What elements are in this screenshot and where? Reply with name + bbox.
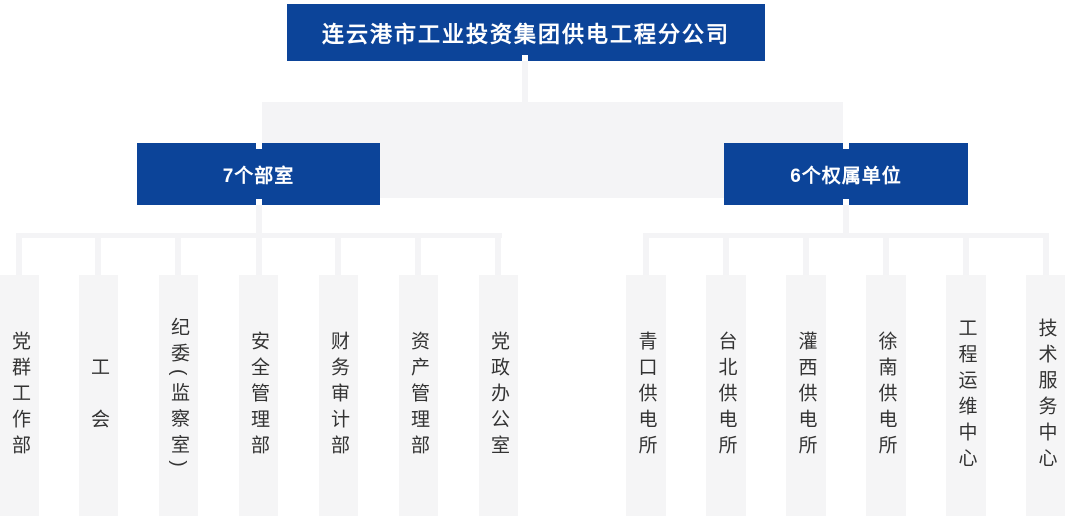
right-child-stem-4 bbox=[883, 238, 889, 275]
right-branch-bar bbox=[643, 233, 1049, 238]
right-child-stem-6 bbox=[1043, 238, 1049, 275]
org-unit-label: 工程运维中心 bbox=[955, 317, 977, 474]
org-unit-gongcheng: 工程运维中心 bbox=[946, 275, 986, 516]
org-unit-gonghui: 工 会 bbox=[79, 275, 118, 516]
root-connector-notch bbox=[522, 55, 528, 61]
left-child-stem-7 bbox=[495, 238, 501, 275]
org-unit-xunan: 徐南供电所 bbox=[866, 275, 906, 516]
org-unit-label: 党政办公室 bbox=[488, 330, 509, 461]
org-unit-label: 资产管理部 bbox=[408, 330, 429, 461]
org-unit-anquan: 安全管理部 bbox=[239, 275, 278, 516]
org-node-root: 连云港市工业投资集团供电工程分公司 bbox=[287, 4, 765, 61]
org-unit-label: 技术服务中心 bbox=[1035, 317, 1057, 474]
right-child-stem-5 bbox=[963, 238, 969, 275]
left-child-stem-5 bbox=[335, 238, 341, 275]
left-branch-bar bbox=[16, 233, 502, 238]
org-node-departments: 7个部室 bbox=[137, 143, 380, 205]
left-child-stem-2 bbox=[95, 238, 101, 275]
right-child-stem-2 bbox=[723, 238, 729, 275]
left-branch-bottom-notch bbox=[256, 199, 262, 205]
org-unit-dangqun: 党群工作部 bbox=[0, 275, 39, 516]
left-child-stem-4 bbox=[256, 238, 262, 275]
org-unit-jiwei: 纪委(监察室) bbox=[159, 275, 198, 516]
left-branch-drop-line bbox=[256, 102, 262, 149]
left-branch-stem bbox=[256, 205, 262, 233]
left-child-stem-1 bbox=[16, 238, 22, 275]
org-node-root-label: 连云港市工业投资集团供电工程分公司 bbox=[321, 21, 730, 47]
org-unit-label: 财务审计部 bbox=[328, 330, 349, 461]
org-unit-zichan: 资产管理部 bbox=[399, 275, 438, 516]
left-child-stem-6 bbox=[415, 238, 421, 275]
org-node-subsidiaries: 6个权属单位 bbox=[724, 143, 968, 205]
left-child-stem-3 bbox=[175, 238, 181, 275]
org-unit-jishu: 技术服务中心 bbox=[1026, 275, 1065, 516]
org-unit-label: 台北供电所 bbox=[715, 330, 737, 461]
right-branch-drop-line bbox=[843, 102, 849, 149]
org-unit-label: 青口供电所 bbox=[635, 330, 657, 461]
org-unit-taibei: 台北供电所 bbox=[706, 275, 746, 516]
org-unit-guanxi: 灌西供电所 bbox=[786, 275, 826, 516]
org-node-subsidiaries-label: 6个权属单位 bbox=[790, 165, 902, 187]
org-node-departments-label: 7个部室 bbox=[222, 165, 295, 187]
org-unit-dangzheng: 党政办公室 bbox=[479, 275, 518, 516]
org-unit-qingkou: 青口供电所 bbox=[626, 275, 666, 516]
org-unit-label: 安全管理部 bbox=[248, 330, 269, 461]
org-unit-label: 纪委(监察室) bbox=[168, 317, 189, 474]
root-connector-line bbox=[522, 61, 528, 102]
org-unit-label: 工 会 bbox=[88, 356, 109, 435]
org-unit-label: 灌西供电所 bbox=[795, 330, 817, 461]
org-unit-caiwu: 财务审计部 bbox=[319, 275, 358, 516]
org-unit-label: 党群工作部 bbox=[9, 330, 30, 461]
org-unit-label: 徐南供电所 bbox=[875, 330, 897, 461]
right-branch-bottom-notch bbox=[843, 199, 849, 205]
right-child-stem-3 bbox=[803, 238, 809, 275]
right-child-stem-1 bbox=[643, 238, 649, 275]
right-branch-stem bbox=[843, 205, 849, 233]
